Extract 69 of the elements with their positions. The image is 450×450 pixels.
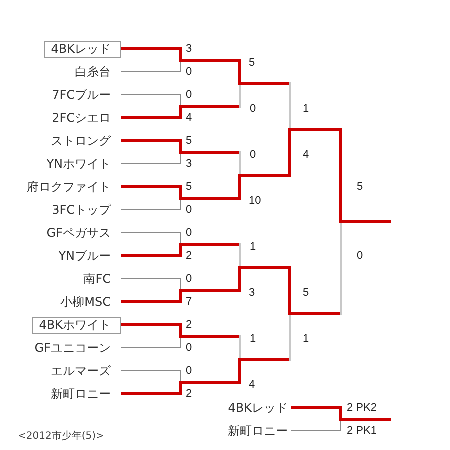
score: 0 bbox=[186, 226, 192, 240]
bracket-line bbox=[120, 94, 182, 107]
team-name: 府ロクファイト bbox=[20, 178, 121, 196]
score: 0 bbox=[357, 249, 364, 263]
score: 0 bbox=[186, 88, 192, 102]
team-name-box: 4BKレッド bbox=[44, 40, 121, 58]
bracket-line bbox=[120, 278, 182, 291]
team-name: 3FCトップ bbox=[45, 202, 121, 218]
score: 0 bbox=[186, 203, 192, 217]
team-name: YNホワイト bbox=[40, 156, 121, 172]
score: 5 bbox=[186, 134, 192, 148]
bracket-line bbox=[290, 419, 342, 432]
score: 0 bbox=[186, 364, 192, 378]
bracket-line bbox=[291, 406, 391, 421]
team-name: 新町ロニー bbox=[44, 386, 121, 402]
score: 3 bbox=[186, 42, 192, 56]
team-name: エルマーズ bbox=[44, 362, 121, 380]
score: 10 bbox=[249, 194, 262, 208]
score: 2 bbox=[186, 318, 192, 332]
team-name: 白糸台 bbox=[68, 64, 121, 80]
score: 5 bbox=[186, 180, 192, 194]
score: 1 bbox=[250, 240, 256, 254]
team-name: 4BKレッド bbox=[221, 400, 291, 416]
score: 2 PK2 bbox=[347, 401, 377, 415]
bracket-line bbox=[120, 152, 182, 164]
score: 3 bbox=[186, 157, 192, 171]
score: 4 bbox=[186, 111, 192, 125]
bracket-line bbox=[120, 198, 182, 210]
team-name: 南FC bbox=[76, 270, 121, 288]
bracket-line bbox=[120, 60, 182, 72]
score: 7 bbox=[186, 295, 192, 309]
bracket-line bbox=[121, 324, 239, 338]
score: 2 bbox=[186, 387, 192, 401]
score: 1 bbox=[303, 332, 310, 346]
bracket-line bbox=[121, 140, 239, 154]
score: 5 bbox=[249, 56, 256, 70]
bracket-line bbox=[121, 105, 239, 120]
team-name: GFユニコーン bbox=[28, 340, 121, 356]
score: 2 PK1 bbox=[347, 424, 377, 438]
score: 5 bbox=[303, 286, 310, 300]
bracket-line bbox=[120, 336, 182, 348]
team-name-box: 4BKホワイト bbox=[32, 316, 121, 334]
team-name: 新町ロニー bbox=[221, 422, 291, 440]
score: 5 bbox=[357, 180, 364, 194]
score: 0 bbox=[250, 102, 256, 116]
score: 0 bbox=[250, 148, 256, 162]
team-name: ストロング bbox=[44, 132, 121, 150]
score: 2 bbox=[186, 249, 192, 263]
bracket-line bbox=[121, 243, 239, 258]
team-name: YNブルー bbox=[52, 248, 121, 264]
team-name: 7FCブルー bbox=[45, 86, 121, 104]
score: 0 bbox=[186, 341, 192, 355]
bracket-line bbox=[121, 266, 340, 315]
bracket-line bbox=[120, 232, 182, 245]
bracket-line bbox=[121, 358, 289, 396]
footnote: <2012市少年(5)> bbox=[18, 431, 104, 443]
bracket-line bbox=[120, 370, 182, 383]
score: 4 bbox=[303, 148, 310, 162]
score: 3 bbox=[249, 286, 256, 300]
team-name: GFペガサス bbox=[40, 224, 121, 242]
score: 0 bbox=[186, 272, 192, 286]
team-name: 2FCシエロ bbox=[45, 110, 121, 126]
score: 1 bbox=[250, 332, 256, 346]
score: 0 bbox=[186, 65, 192, 79]
score: 4 bbox=[249, 378, 256, 392]
bracket-line bbox=[121, 128, 391, 223]
team-name: 小柳MSC bbox=[54, 294, 121, 310]
bracket-line bbox=[121, 48, 289, 85]
score: 1 bbox=[303, 102, 310, 116]
